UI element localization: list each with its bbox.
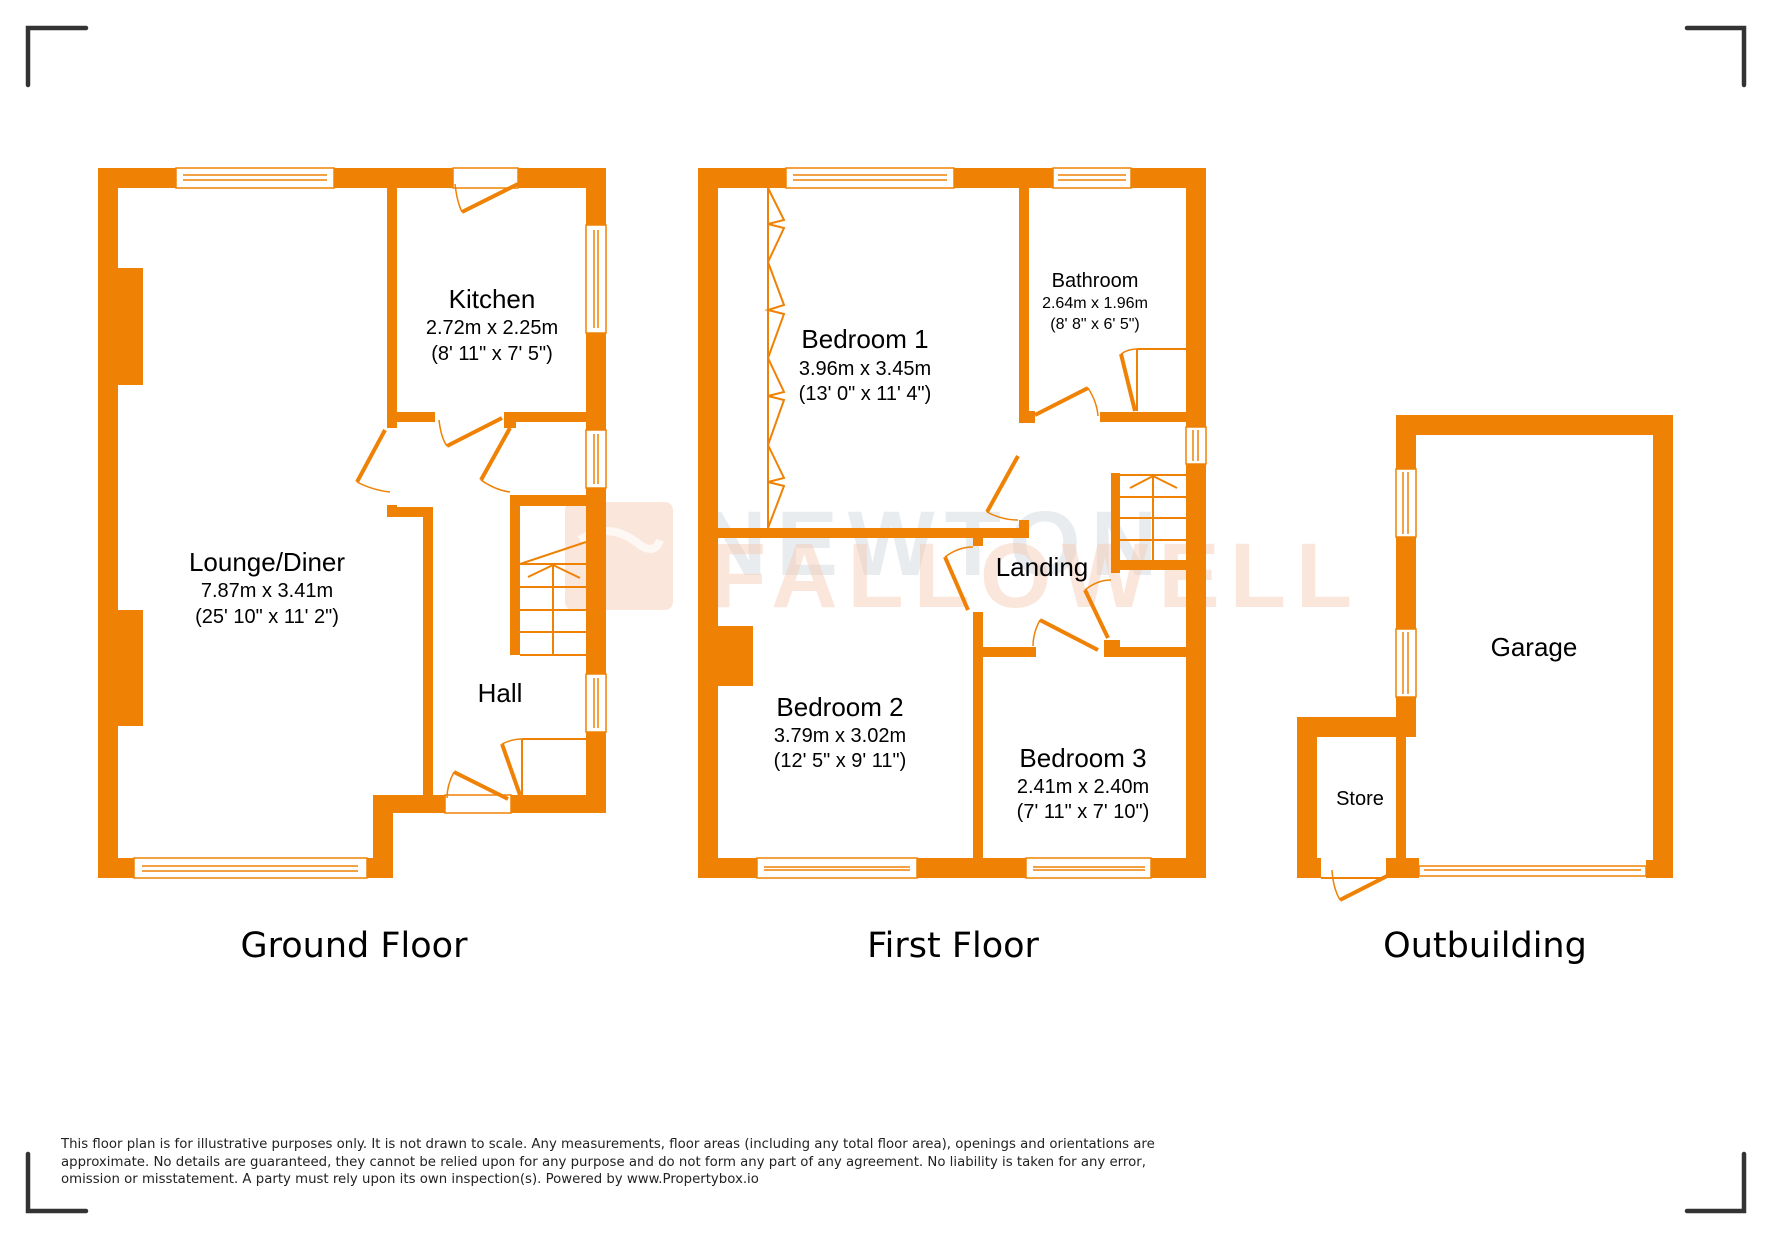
bedroom-2-door (943, 546, 974, 611)
room-name: Landing (996, 552, 1089, 582)
landing-cupboard-door (1083, 579, 1112, 639)
room-dimensions-imperial: (12' 5" x 9' 11") (774, 750, 907, 772)
room-store: Store (1336, 788, 1384, 810)
corner-mark-bottom-left (25, 1151, 89, 1214)
window (1025, 857, 1152, 879)
room-bedroom-2: Bedroom 2 3.79m x 3.02m (12' 5" x 9' 11"… (774, 692, 907, 772)
lounge-door (355, 429, 391, 493)
room-name: Bedroom 3 (1019, 743, 1146, 773)
room-hall: Hall (478, 678, 523, 708)
disclaimer-line: This floor plan is for illustrative purp… (61, 1137, 1155, 1152)
floor-label-ground: Ground Floor (241, 926, 469, 966)
floor-label-first: First Floor (867, 926, 1039, 966)
room-bedroom-1: Bedroom 1 3.96m x 3.45m (13' 0" x 11' 4"… (799, 324, 932, 405)
room-landing: Landing (996, 552, 1089, 582)
window (1185, 426, 1207, 465)
room-name: Store (1336, 788, 1384, 810)
room-dimensions-metric: 2.41m x 2.40m (1017, 776, 1149, 798)
window (133, 857, 368, 879)
watermark-logo-icon (565, 502, 673, 610)
corner-mark-top-left (25, 25, 89, 88)
room-name: Bedroom 1 (801, 324, 928, 354)
room-garage: Garage (1491, 632, 1578, 662)
wardrobe (764, 187, 786, 529)
first-floor-plan (698, 167, 1207, 879)
corner-mark-top-right (1684, 25, 1747, 88)
window (1395, 628, 1417, 698)
floor-label-outbuilding: Outbuilding (1383, 926, 1587, 966)
window (756, 857, 918, 879)
window (1395, 468, 1417, 538)
understairs-door (479, 427, 512, 493)
disclaimer-line: omission or misstatement. A party must r… (61, 1172, 759, 1187)
room-dimensions-imperial: (8' 8" x 6' 5") (1050, 316, 1140, 333)
room-dimensions-imperial: (7' 11" x 7' 10") (1017, 801, 1150, 823)
room-bedroom-3: Bedroom 3 2.41m x 2.40m (7' 11" x 7' 10"… (1017, 743, 1150, 823)
watermark-newton: NEWTON (700, 493, 1167, 595)
room-name: Lounge/Diner (189, 547, 345, 577)
room-dimensions-metric: 7.87m x 3.41m (201, 580, 333, 602)
room-name: Hall (478, 678, 523, 708)
garage-door (1418, 865, 1647, 877)
room-name: Kitchen (449, 284, 536, 314)
cupboard-door (500, 738, 586, 796)
room-name: Bathroom (1052, 270, 1139, 292)
bathroom-door (1034, 386, 1099, 417)
disclaimer-line: approximate. No details are guaranteed, … (61, 1154, 1146, 1170)
bedroom-3-door (1032, 618, 1099, 652)
ground-floor-stairs (519, 541, 587, 656)
window (585, 429, 607, 489)
room-dimensions-imperial: (13' 0" x 11' 4") (799, 383, 932, 405)
room-dimensions-imperial: (8' 11" x 7' 5") (431, 343, 553, 365)
room-bathroom: Bathroom 2.64m x 1.96m (8' 8" x 6' 5") (1042, 270, 1148, 333)
watermark-fallowell: FALLOWELL (710, 525, 1362, 627)
store-door (1321, 869, 1394, 902)
room-dimensions-metric: 2.64m x 1.96m (1042, 295, 1148, 312)
room-dimensions-metric: 3.79m x 3.02m (774, 725, 906, 747)
disclaimer: This floor plan is for illustrative purp… (61, 1136, 1261, 1189)
room-kitchen: Kitchen 2.72m x 2.25m (8' 11" x 7' 5") (426, 284, 558, 365)
bedroom-1-door (985, 455, 1020, 521)
back-door (452, 167, 519, 214)
window (175, 167, 335, 189)
corner-marks (25, 25, 1747, 1214)
room-dimensions-metric: 3.96m x 3.45m (799, 358, 931, 380)
kitchen-door (438, 416, 503, 448)
first-floor-stairs (1120, 474, 1186, 560)
window (585, 224, 607, 334)
room-name: Garage (1491, 632, 1578, 662)
room-lounge-diner: Lounge/Diner 7.87m x 3.41m (25' 10" x 11… (189, 547, 345, 628)
room-dimensions-imperial: (25' 10" x 11' 2") (195, 606, 339, 628)
front-door (444, 770, 512, 814)
outbuilding-plan (1297, 415, 1673, 902)
corner-mark-bottom-right (1684, 1151, 1747, 1214)
room-name: Bedroom 2 (776, 692, 903, 722)
window (1052, 167, 1132, 189)
window (585, 673, 607, 733)
window (785, 167, 955, 189)
watermark: NEWTON FALLOWELL (565, 493, 1362, 627)
room-dimensions-metric: 2.72m x 2.25m (426, 317, 558, 339)
ground-floor-plan (98, 167, 607, 879)
bathroom-cupboard (1119, 348, 1186, 412)
